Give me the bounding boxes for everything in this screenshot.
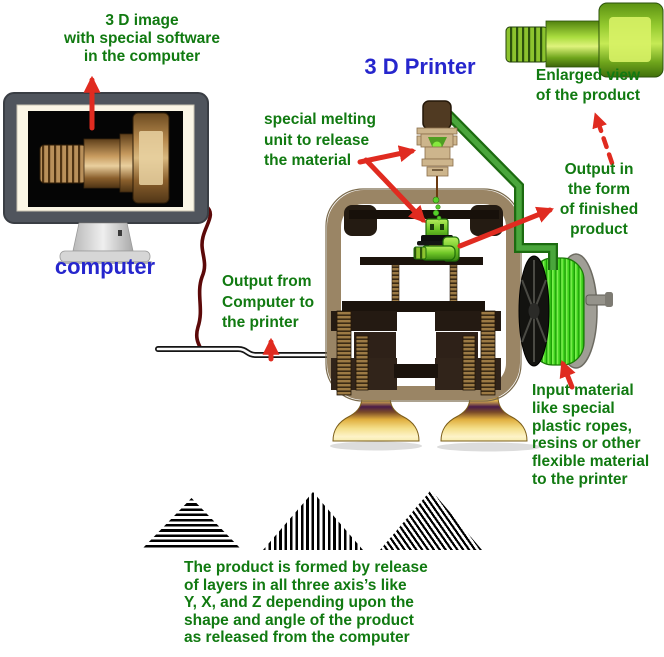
label-input-material: Input material like special plastic rope… [532, 382, 650, 488]
melted-material-drips [432, 196, 442, 221]
computer-to-printer-cable [155, 204, 337, 358]
label-output-from-computer: Output from Computer to the printer [222, 273, 315, 331]
arrow-product-to-output-label [457, 206, 554, 249]
annotation-arrows [83, 75, 615, 390]
printer-foot-left [332, 395, 420, 442]
arrow-to-spool [559, 360, 576, 390]
label-layers-caption: The product is formed by release of laye… [184, 559, 428, 647]
printer-drive-mechanism [331, 310, 501, 396]
bolt-3d-image [39, 112, 170, 204]
label-output-finished-product: Output in the form of finished product [559, 161, 639, 238]
label-computer: computer [54, 254, 156, 279]
arrow-to-product [363, 157, 426, 224]
printer-feet-shadows [330, 441, 541, 452]
label-3d-image: 3 D image with special software in the c… [64, 12, 220, 65]
printed-product [413, 218, 460, 262]
label-melting-unit: special melting unit to release the mate… [264, 111, 376, 169]
label-enlarged-view: Enlarged view of the product [535, 67, 641, 104]
enlarged-product-bolt [505, 2, 664, 78]
printer-build-plate [342, 257, 485, 312]
arrow-dashed-to-enlarged-view [592, 112, 615, 166]
filament-spool [518, 253, 613, 369]
melting-unit-extruder [416, 100, 458, 221]
label-3d-printer-title: 3 D Printer [364, 54, 476, 79]
printer-foot-right [440, 395, 528, 442]
computer-monitor [3, 92, 209, 264]
